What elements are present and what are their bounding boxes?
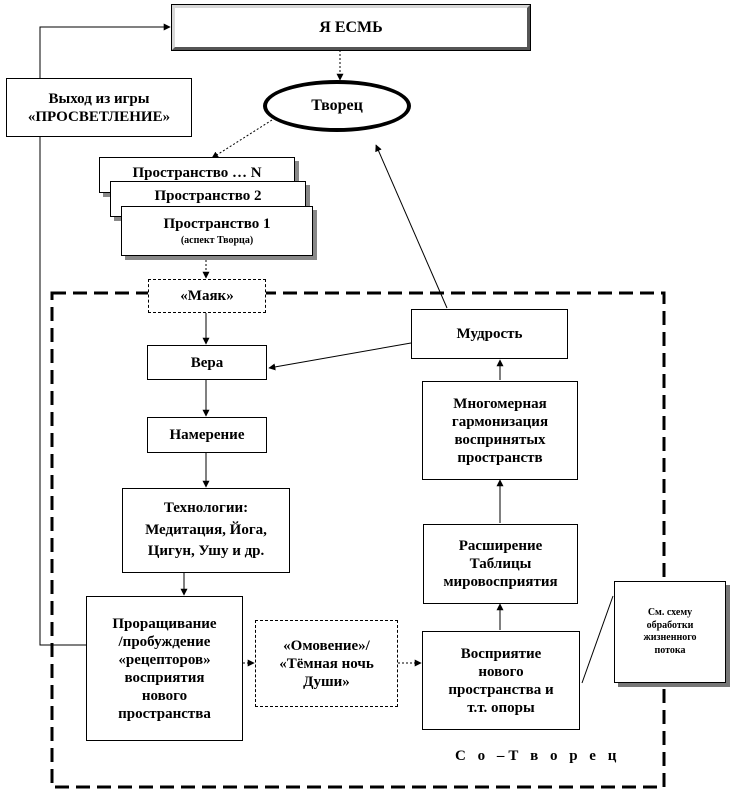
space-1-box: Пространство 1 (аспект Творца) [121, 206, 313, 256]
expansion-line-1: Расширение [458, 538, 543, 554]
expansion-box: Расширение Таблицы мировосприятия [423, 524, 578, 604]
creator-label: Творец [311, 97, 363, 114]
wisdom-label: Мудрость [456, 326, 523, 342]
technologies-line-3: Цигун, Ушу и др. [147, 543, 265, 560]
technologies-box: Технологии: Медитация, Йога, Цигун, Ушу … [122, 488, 290, 573]
perception-line-4: т.т. опоры [467, 699, 535, 716]
ablution-line-3: Души» [303, 673, 350, 690]
sprouting-line-2: /пробуждение [118, 633, 211, 650]
co-creator-region [50, 291, 666, 789]
sprouting-line-5: нового [141, 687, 188, 704]
sprouting-line-6: пространства [118, 705, 211, 722]
see-scheme-line-1: См. схему [647, 607, 693, 618]
exit-game-line-1: Выход из игры [48, 90, 150, 107]
ablution-line-1: «Омовение»/ [283, 637, 370, 654]
line-perception-to-note [581, 595, 614, 684]
mayak-label: «Маяк» [180, 288, 234, 304]
harmonization-box: Многомерная гармонизация воспринятых про… [422, 381, 578, 480]
creator-oval: Творец [263, 80, 411, 132]
technologies-line-1: Технологии: [163, 499, 249, 516]
i-am-box: Я ЕСМЬ [171, 4, 531, 51]
technologies-line-2: Медитация, Йога, [145, 521, 267, 538]
exit-game-box: Выход из игры «ПРОСВЕТЛЕНИЕ» [6, 78, 192, 137]
arrow-creator-to-spaces [211, 119, 273, 159]
co-creator-label: С о –Т в о р е ц [455, 748, 621, 764]
space-2-label: Пространство 2 [154, 188, 262, 204]
sprouting-line-1: Проращивание [112, 615, 217, 632]
faith-label: Вера [190, 354, 224, 371]
harmonization-line-2: гармонизация [451, 413, 549, 430]
ablution-box: «Омовение»/ «Тёмная ночь Души» [255, 620, 398, 707]
intention-label: Намерение [169, 427, 245, 443]
space-n-label: Пространство … N [132, 165, 262, 181]
harmonization-line-3: воспринятых [454, 431, 546, 448]
perception-line-2: нового [478, 663, 524, 680]
arrow-wisdom-to-faith [268, 342, 412, 371]
expansion-line-3: мировосприятия [443, 574, 558, 590]
see-scheme-line-4: потока [654, 644, 686, 656]
space-1-sublabel: (аспект Творца) [180, 235, 254, 246]
arrow-exit-loop [39, 23, 171, 646]
see-scheme-line-3: жизненного [643, 632, 697, 643]
perception-box: Восприятие нового пространства и т.т. оп… [422, 631, 580, 730]
see-scheme-line-2: обработки [646, 619, 694, 631]
expansion-line-2: Таблицы [469, 556, 532, 572]
faith-box: Вера [147, 345, 267, 380]
intention-box: Намерение [147, 417, 267, 453]
perception-line-1: Восприятие [460, 645, 542, 662]
sprouting-box: Проращивание /пробуждение «рецепторов» в… [86, 596, 243, 741]
mayak-box: «Маяк» [148, 279, 266, 313]
perception-line-3: пространства и [448, 681, 554, 698]
wisdom-box: Мудрость [411, 309, 568, 359]
exit-game-line-2: «ПРОСВЕТЛЕНИЕ» [27, 108, 171, 125]
ablution-line-2: «Тёмная ночь [279, 655, 374, 672]
i-am-label: Я ЕСМЬ [319, 18, 383, 36]
see-scheme-note: См. схему обработки жизненного потока [614, 581, 726, 683]
space-1-label: Пространство 1 [163, 216, 271, 232]
harmonization-line-4: пространств [457, 449, 543, 466]
sprouting-line-3: «рецепторов» [118, 651, 211, 668]
sprouting-line-4: восприятия [124, 669, 205, 686]
harmonization-line-1: Многомерная [453, 395, 547, 412]
arrow-wisdom-to-creator [375, 144, 448, 309]
